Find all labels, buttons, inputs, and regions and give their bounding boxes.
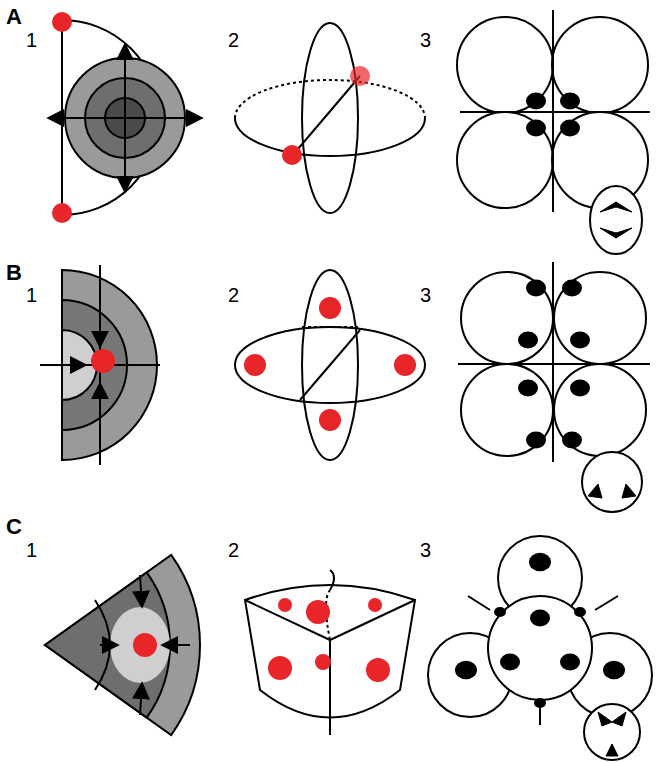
arrow (125, 117, 202, 119)
arrow (140, 683, 142, 715)
cell-circle (457, 17, 553, 113)
cell-section (590, 186, 642, 254)
red-dot (268, 656, 292, 680)
panel-letter: A (6, 6, 22, 28)
red-dot (368, 598, 382, 612)
arrow (124, 44, 126, 118)
arrow (62, 364, 86, 366)
spot-mark (598, 712, 612, 726)
black-spot (603, 661, 625, 680)
axis-line (300, 330, 360, 400)
cell-circle (461, 272, 553, 364)
axis-line (292, 76, 360, 156)
spot-mark (606, 744, 618, 756)
black-spot (526, 120, 546, 137)
cell-circle (457, 112, 553, 208)
black-spot (560, 654, 580, 671)
panel-number: 3 (420, 285, 431, 305)
arrow (162, 644, 190, 646)
arrow (48, 117, 125, 119)
spot-mark (600, 202, 632, 212)
spot-mark (622, 484, 636, 498)
gradient-core (110, 607, 170, 683)
black-spot (526, 280, 546, 297)
black-spot (518, 380, 538, 397)
axis-line (552, 262, 554, 462)
panel-number: 1 (26, 285, 37, 305)
hidden-edge (302, 326, 358, 328)
arrow (99, 303, 101, 347)
black-spot (560, 120, 580, 137)
spot-mark (612, 712, 626, 726)
panel-number: 2 (228, 30, 239, 50)
axis-line (468, 596, 490, 610)
arrow (99, 383, 101, 427)
panel-number: 3 (420, 540, 431, 560)
edge-line (329, 640, 331, 735)
panel-number: 1 (26, 30, 37, 50)
black-spot (455, 661, 477, 680)
panel-number: 1 (26, 540, 37, 560)
axis-line (552, 10, 554, 212)
axis-line (460, 111, 650, 113)
spot-mark (600, 228, 632, 238)
orbit-ellipse (235, 327, 425, 403)
black-spot (500, 654, 520, 671)
red-dot (282, 145, 302, 165)
red-dot (394, 354, 416, 376)
cell-circle (554, 364, 646, 456)
red-dot (315, 654, 331, 670)
black-spot (530, 610, 550, 627)
cleft-line (330, 570, 334, 590)
black-spot (494, 607, 506, 617)
gradient-wedge (45, 555, 200, 735)
spot-mark (588, 484, 602, 498)
red-dot (319, 409, 341, 431)
black-spot (518, 332, 538, 349)
panel-letter: C (6, 516, 22, 538)
red-dot (319, 297, 341, 319)
black-spot (562, 280, 582, 297)
panel-number: 2 (228, 540, 239, 560)
black-spot (560, 93, 580, 110)
axis-line (595, 596, 618, 610)
cell-circle (488, 596, 592, 700)
panel-number: 3 (420, 30, 431, 50)
black-spot (570, 380, 590, 397)
cell-section (584, 704, 640, 760)
arrow (100, 644, 118, 646)
red-dot (91, 349, 115, 373)
cell-circle (461, 364, 553, 456)
arrow (124, 118, 126, 192)
black-spot (529, 553, 551, 572)
black-spot (526, 93, 546, 110)
black-spot (534, 698, 546, 708)
black-spot (526, 432, 546, 449)
orbit-ellipse (302, 23, 358, 213)
red-dot (366, 658, 390, 682)
cell-section (582, 452, 642, 512)
orbit-ellipse (235, 118, 425, 156)
red-dot (306, 600, 330, 624)
panel-number: 2 (228, 285, 239, 305)
red-dot (278, 598, 292, 612)
gradient-wedge (45, 572, 170, 717)
black-spot (574, 607, 586, 617)
red-dot (52, 203, 72, 223)
red-dot (350, 66, 370, 86)
red-dot (133, 633, 157, 657)
black-spot (570, 332, 590, 349)
red-dot (52, 12, 72, 32)
cell-circle (554, 272, 646, 364)
red-dot (244, 354, 266, 376)
panel-letter: B (6, 262, 22, 284)
cell-circle (552, 17, 648, 113)
black-spot (562, 432, 582, 449)
arrow (140, 575, 142, 607)
